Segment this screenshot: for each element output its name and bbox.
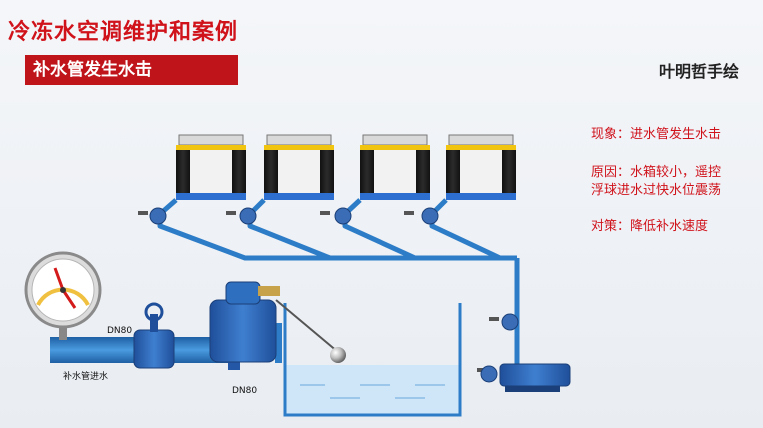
note-cause-line1: 原因：水箱较小，遥控 <box>591 165 722 180</box>
label-dn80-valve: DN80 <box>232 386 258 396</box>
author-credit: 叶明哲手绘 <box>658 62 739 81</box>
ac-unit-3 <box>360 134 430 200</box>
subtitle-banner: 补水管发生水击 <box>25 55 238 85</box>
unit-valve-2 <box>226 207 257 225</box>
label-dn80-inlet: DN80 <box>107 326 133 336</box>
unit-valve-4 <box>404 207 439 225</box>
ac-unit-2 <box>264 134 334 200</box>
float-control-valve <box>209 281 346 363</box>
unit-valve-1 <box>138 207 167 225</box>
note-cause-line2: 浮球进水过快水位震荡 <box>591 183 722 198</box>
inlet-gate-valve <box>133 302 175 369</box>
ac-unit-1 <box>176 134 246 200</box>
note-phenomenon: 现象：进水管发生水击 <box>591 127 722 142</box>
unit-valve-3 <box>320 207 352 225</box>
pump-inlet-valve <box>477 365 498 383</box>
page-title: 冷冻水空调维护和案例 <box>8 20 239 45</box>
note-countermeasure: 对策：降低补水速度 <box>591 219 709 234</box>
riser-valve <box>489 313 519 331</box>
water-tank <box>283 303 462 417</box>
ac-unit-4 <box>446 134 516 200</box>
pressure-gauge <box>24 251 102 340</box>
water-pump <box>499 363 571 392</box>
label-inlet-pipe: 补水管进水 <box>63 372 109 382</box>
